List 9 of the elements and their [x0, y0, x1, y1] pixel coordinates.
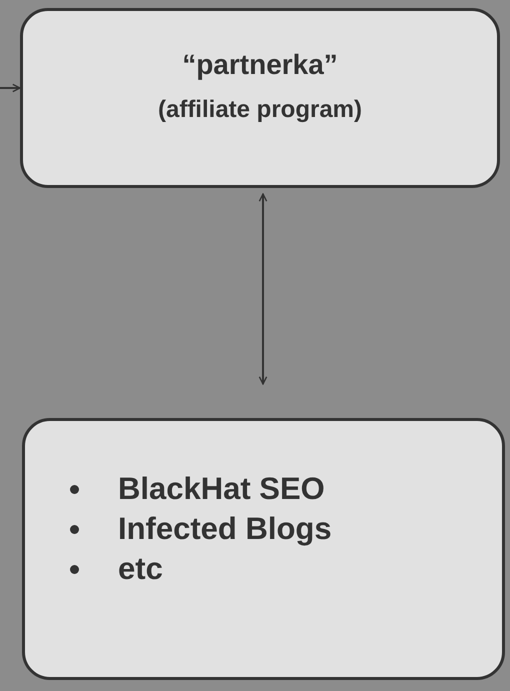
list-item: etc: [118, 551, 163, 586]
process-box: [20, 8, 500, 188]
arrow: [0, 84, 21, 92]
list-item: Infected Blogs: [118, 511, 332, 546]
subtitle-text: (affiliate program): [156, 96, 364, 124]
title-text: “partnerka”: [181, 49, 339, 81]
list-box: [22, 418, 505, 680]
arrow: [258, 193, 268, 385]
list-item: BlackHat SEO: [118, 471, 325, 506]
